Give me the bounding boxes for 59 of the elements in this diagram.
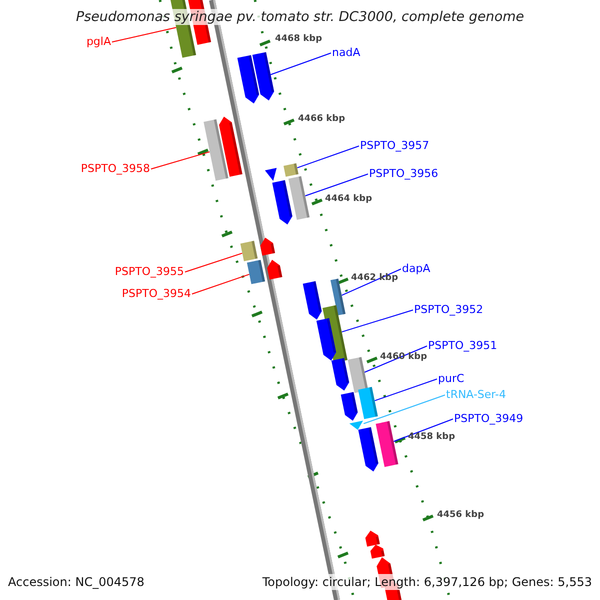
gene-block <box>349 420 364 430</box>
gene-block <box>246 260 266 284</box>
gene-block <box>358 386 378 420</box>
scale-label: 4456 kbp <box>437 510 484 521</box>
gene-block <box>376 421 398 467</box>
leader-line <box>341 268 402 296</box>
leader-line <box>364 346 428 373</box>
gene-block <box>358 427 378 472</box>
gene-label: purC <box>438 372 464 386</box>
footer-text: Accession: NC_004578 <box>8 574 144 590</box>
leader-line <box>112 27 177 42</box>
gene-block <box>288 176 310 220</box>
gene-block <box>204 119 228 181</box>
gene-block <box>316 318 336 361</box>
footer-text: Topology: circular; Length: 6,397,126 bp; Genes: 5,553 <box>262 574 592 590</box>
gene-label: PSPTO_3952 <box>414 303 484 317</box>
diagram-title: Pseudomonas syringae pv. tomato str. DC3000, complete genome <box>74 9 526 25</box>
gene-block <box>237 55 260 104</box>
scale-label: 4458 kbp <box>408 432 456 443</box>
gene-block <box>331 358 350 391</box>
gene-block <box>348 356 368 394</box>
gene-block <box>264 168 277 181</box>
gene-label: PSPTO_3955 <box>114 265 184 279</box>
leader-line <box>374 378 438 402</box>
gene-label: PSPTO_3951 <box>428 339 498 353</box>
leader-line <box>304 174 368 196</box>
leader-line <box>363 394 446 424</box>
leader-line <box>393 418 454 442</box>
gene-label: dapA <box>402 262 430 276</box>
gene-label: PSPTO_3954 <box>122 287 191 301</box>
gene-label: tRNA-Ser-4 <box>446 388 506 402</box>
gene-block <box>365 530 380 547</box>
gene-block <box>219 116 242 177</box>
scale-label: 4462 kbp <box>351 273 398 284</box>
gene-label: nadA <box>332 46 360 60</box>
leader-line <box>270 52 332 76</box>
gene-block <box>240 240 258 262</box>
scale-label: 4468 kbp <box>275 34 322 45</box>
gene-label: PSPTO_3958 <box>80 162 150 176</box>
gene-block <box>252 52 274 100</box>
gene-label: PSPTO_3957 <box>360 139 430 153</box>
scale-label: 4466 kbp <box>298 114 346 125</box>
gene-block <box>330 278 346 316</box>
leader-line <box>341 310 414 332</box>
leader-line <box>192 274 250 294</box>
leader-line <box>296 146 360 168</box>
gene-block <box>302 281 322 320</box>
gene-block <box>260 238 276 256</box>
gene-block <box>284 163 298 177</box>
gene-block <box>267 260 282 280</box>
gene-label: pglA <box>86 35 111 49</box>
gene-block <box>340 392 358 421</box>
scale-label: 4464 kbp <box>325 194 372 205</box>
leader-line <box>184 252 243 272</box>
gene-label: PSPTO_3949 <box>454 412 524 426</box>
gene-block <box>272 180 292 225</box>
leader-line <box>150 151 210 170</box>
gene-block <box>370 544 385 559</box>
gene-label: PSPTO_3956 <box>369 167 438 181</box>
